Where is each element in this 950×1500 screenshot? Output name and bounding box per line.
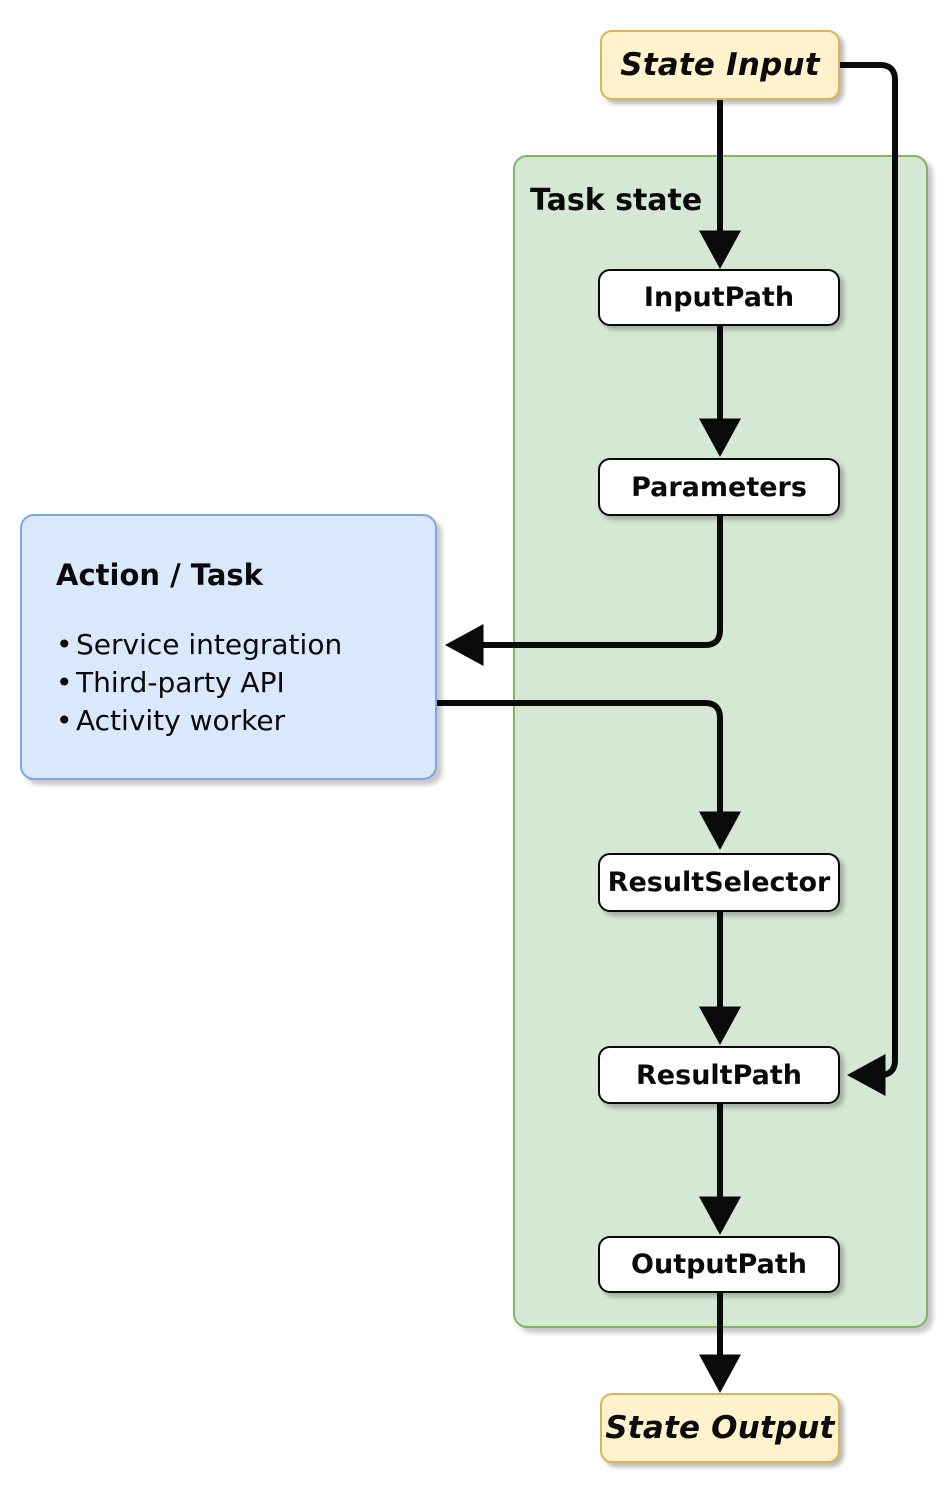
- bullet-icon: •: [56, 628, 73, 661]
- parameters-node[interactable]: Parameters: [598, 458, 840, 516]
- list-item: •Third-party API: [56, 664, 342, 702]
- list-item: •Service integration: [56, 626, 342, 664]
- bullet-icon: •: [56, 704, 73, 737]
- list-item: •Activity worker: [56, 702, 342, 740]
- list-item-label: Service integration: [76, 628, 343, 661]
- state-input-node[interactable]: State Input: [600, 30, 840, 100]
- task-state-group-label: Task state: [530, 183, 703, 218]
- action-task-panel[interactable]: Action / Task •Service integration •Thir…: [20, 514, 437, 780]
- input-path-node[interactable]: InputPath: [598, 269, 840, 326]
- output-path-node[interactable]: OutputPath: [598, 1236, 840, 1293]
- bullet-icon: •: [56, 666, 73, 699]
- result-selector-node[interactable]: ResultSelector: [598, 853, 840, 912]
- edge-parameters-to-action: [445, 516, 723, 666]
- result-path-node[interactable]: ResultPath: [598, 1046, 840, 1104]
- edge-action-to-result-selector: [437, 700, 741, 850]
- edge-state-input-bypass-to-result-path: [840, 62, 898, 1096]
- state-output-node[interactable]: State Output: [600, 1393, 840, 1463]
- action-task-list: •Service integration •Third-party API •A…: [56, 626, 342, 740]
- list-item-label: Activity worker: [76, 704, 286, 737]
- list-item-label: Third-party API: [76, 666, 285, 699]
- action-task-title: Action / Task: [56, 558, 263, 592]
